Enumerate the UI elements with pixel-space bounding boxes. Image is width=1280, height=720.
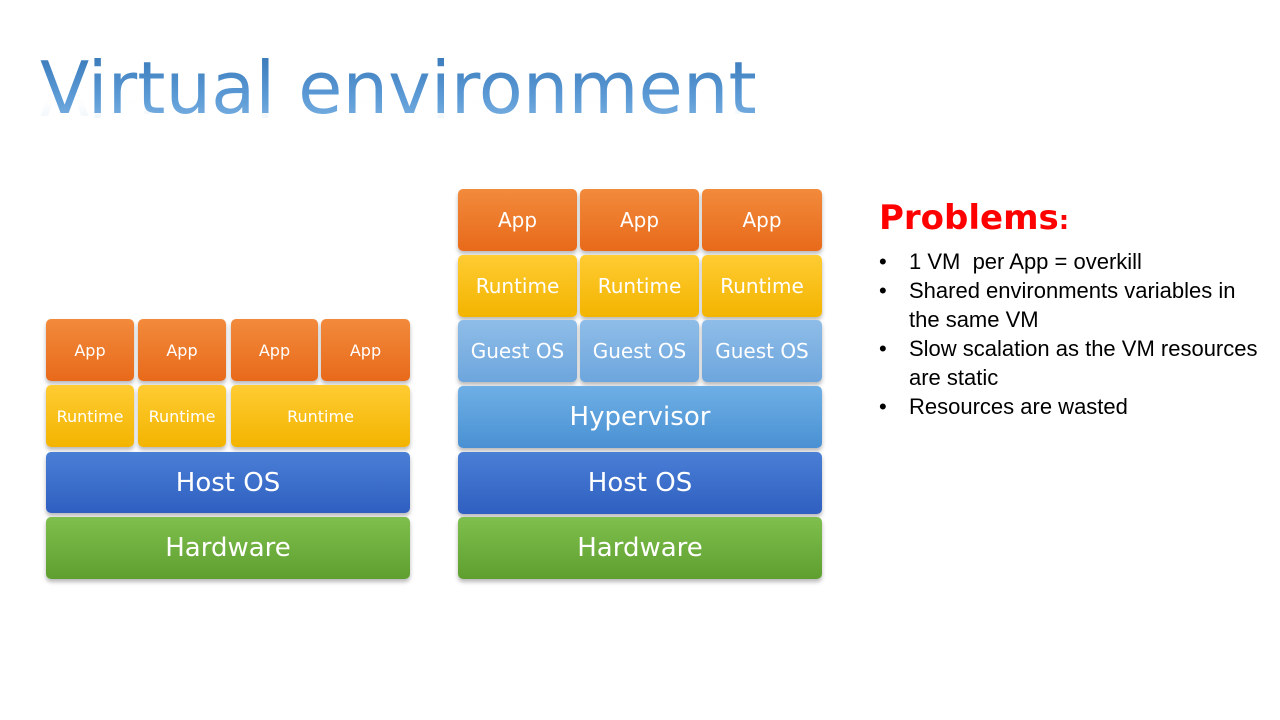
- right-app-block: App: [458, 189, 577, 251]
- left-app-block: App: [231, 319, 318, 381]
- right-guest-os-block: Guest OS: [458, 320, 577, 382]
- problem-item: • Shared environments variables in the s…: [879, 276, 1259, 334]
- right-guest-os-block: Guest OS: [702, 320, 822, 382]
- problems-list: • 1 VM per App = overkill • Shared envir…: [879, 247, 1259, 421]
- left-runtime-block: Runtime: [46, 385, 134, 447]
- left-hardware-block: Hardware: [46, 517, 410, 579]
- problem-item: • Resources are wasted: [879, 392, 1259, 421]
- right-app-block: App: [702, 189, 822, 251]
- right-hypervisor-block: Hypervisor: [458, 386, 822, 448]
- right-hardware-block: Hardware: [458, 517, 822, 579]
- left-runtime-block-wide: Runtime: [231, 385, 410, 447]
- right-runtime-block: Runtime: [702, 255, 822, 317]
- right-host-os-block: Host OS: [458, 452, 822, 514]
- title-area: Virtual environment Virtual environment: [40, 40, 757, 136]
- problem-item-text: Resources are wasted: [909, 394, 1128, 419]
- problem-item-text: Shared environments variables in the sam…: [909, 278, 1236, 332]
- right-app-block: App: [580, 189, 699, 251]
- right-runtime-block: Runtime: [580, 255, 699, 317]
- left-host-os-block: Host OS: [46, 452, 410, 513]
- right-guest-os-block: Guest OS: [580, 320, 699, 382]
- left-app-block: App: [138, 319, 226, 381]
- title-reflection: Virtual environment: [40, 100, 757, 136]
- problem-item: • 1 VM per App = overkill: [879, 247, 1259, 276]
- left-app-block: App: [46, 319, 134, 381]
- problems-heading-colon: :: [1058, 206, 1070, 236]
- bullet: •: [879, 278, 887, 303]
- page-title: Virtual environment: [40, 40, 757, 136]
- bullet: •: [879, 336, 887, 361]
- bullet: •: [879, 394, 887, 419]
- right-runtime-block: Runtime: [458, 255, 577, 317]
- problem-item: • Slow scalation as the VM resources are…: [879, 334, 1259, 392]
- left-app-block: App: [321, 319, 410, 381]
- problems-heading-text: Problems: [879, 198, 1059, 238]
- problems-heading: Problems:: [879, 198, 1069, 238]
- problem-item-text: Slow scalation as the VM resources are s…: [909, 336, 1258, 390]
- left-runtime-block: Runtime: [138, 385, 226, 447]
- problem-item-text: 1 VM per App = overkill: [909, 249, 1142, 274]
- bullet: •: [879, 249, 887, 274]
